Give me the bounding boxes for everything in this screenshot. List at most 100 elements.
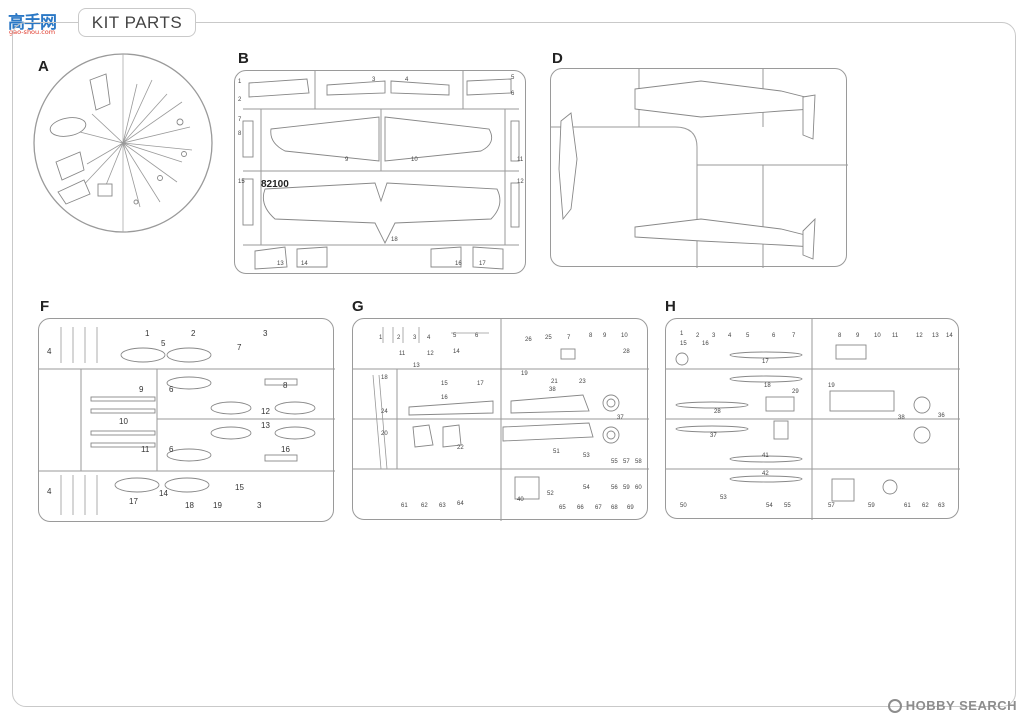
part-number: 8 <box>283 381 288 390</box>
part-number: 19 <box>521 371 528 377</box>
part-number: 54 <box>766 503 773 509</box>
part-number: 23 <box>579 379 586 385</box>
part-number: 18 <box>764 383 771 389</box>
part-number: 6 <box>511 91 515 97</box>
part-number: 8 <box>589 333 593 339</box>
part-number: 5 <box>511 75 515 81</box>
sprue-g-frame: 1 2 3 4 5 6 7 8 9 10 11 12 13 14 15 16 1… <box>352 318 649 521</box>
part-number: 14 <box>453 349 460 355</box>
sprue-h-drawing <box>666 319 960 520</box>
part-number: 17 <box>762 359 769 365</box>
part-number: 7 <box>567 335 571 341</box>
hobby-search-logo-icon <box>887 698 902 713</box>
part-number: 11 <box>399 351 406 357</box>
part-number: 6 <box>169 445 174 454</box>
part-number: 4 <box>47 347 52 356</box>
part-number: 3 <box>257 501 262 510</box>
part-number: 42 <box>762 471 769 477</box>
sprue-d-drawing <box>551 69 848 268</box>
part-number: 57 <box>828 503 835 509</box>
page-frame <box>12 22 1016 707</box>
part-number: 11 <box>892 333 899 339</box>
part-number: 5 <box>746 333 750 339</box>
part-number: 62 <box>421 503 428 509</box>
part-number: 18 <box>381 375 388 381</box>
part-number: 3 <box>413 335 417 341</box>
part-number: 12 <box>517 179 524 185</box>
part-number: 60 <box>635 485 642 491</box>
part-number: 36 <box>938 413 945 419</box>
part-number: 2 <box>696 333 700 339</box>
part-number: 8 <box>238 131 242 137</box>
part-number: 40 <box>517 497 524 503</box>
page-title: KIT PARTS <box>78 8 196 37</box>
part-number: 16 <box>455 261 462 267</box>
part-number: 11 <box>517 157 524 163</box>
part-number: 2 <box>238 97 242 103</box>
part-number: 13 <box>261 421 270 430</box>
sprue-d-frame <box>550 68 848 268</box>
part-number: 21 <box>551 379 558 385</box>
part-number: 61 <box>401 503 408 509</box>
part-number: 5 <box>453 333 457 339</box>
part-number: 7 <box>792 333 796 339</box>
part-number: 12 <box>427 351 434 357</box>
part-number: 17 <box>479 261 486 267</box>
sprue-letter-d: D <box>552 50 563 67</box>
sprue-a-diagram <box>32 52 214 234</box>
watermark-text: HOBBY SEARCH <box>905 698 1017 713</box>
part-number: 16 <box>441 395 448 401</box>
part-number: 9 <box>139 385 144 394</box>
part-number: 55 <box>611 459 618 465</box>
sprue-letter-g: G <box>352 298 364 315</box>
part-number: 15 <box>238 179 245 185</box>
part-number: 17 <box>477 381 484 387</box>
part-number: 1 <box>238 79 242 85</box>
sprue-b-frame: 82100 1 2 3 4 5 6 7 8 9 10 11 12 13 14 1… <box>234 70 526 274</box>
part-number: 12 <box>261 407 270 416</box>
part-number: 16 <box>702 341 709 347</box>
part-number: 9 <box>345 157 349 163</box>
part-number: 11 <box>141 445 150 454</box>
part-number: 15 <box>680 341 687 347</box>
part-number: 9 <box>856 333 860 339</box>
part-number: 25 <box>545 335 552 341</box>
part-number: 37 <box>710 433 717 439</box>
part-number: 53 <box>583 453 590 459</box>
part-number: 2 <box>191 329 196 338</box>
part-number: 26 <box>525 337 532 343</box>
part-number: 18 <box>185 501 194 510</box>
part-number: 1 <box>145 329 150 338</box>
part-number: 69 <box>627 505 634 511</box>
part-number: 59 <box>623 485 630 491</box>
part-number: 57 <box>623 459 630 465</box>
part-number: 55 <box>784 503 791 509</box>
site-logo-url: gao-shou.com <box>9 28 56 36</box>
sprue-letter-h: H <box>665 298 676 315</box>
part-number: 62 <box>922 503 929 509</box>
part-number: 5 <box>161 339 166 348</box>
sprue-a-drawing <box>33 53 213 233</box>
part-number: 10 <box>621 333 628 339</box>
sprue-letter-f: F <box>40 298 50 315</box>
part-number: 2 <box>397 335 401 341</box>
part-number: 38 <box>549 387 556 393</box>
part-number: 19 <box>213 501 222 510</box>
sprue-f-drawing <box>39 327 335 515</box>
part-number: 52 <box>547 491 554 497</box>
part-number: 6 <box>169 385 174 394</box>
sprue-b-drawing <box>242 71 520 270</box>
part-number: 10 <box>874 333 881 339</box>
sprue-f-frame: 1 2 3 4 5 6 7 8 9 10 11 12 13 14 15 16 1… <box>38 318 335 522</box>
part-number: 1 <box>379 335 383 341</box>
watermark: HOBBY SEARCH <box>887 698 1017 713</box>
sprue-letter-b: B <box>238 50 249 67</box>
part-number: 4 <box>405 77 409 83</box>
part-number: 63 <box>938 503 945 509</box>
part-number: 15 <box>441 381 448 387</box>
part-number: 3 <box>712 333 716 339</box>
part-number: 10 <box>411 157 418 163</box>
part-number: 14 <box>159 489 168 498</box>
part-number: 59 <box>868 503 875 509</box>
part-number: 54 <box>583 485 590 491</box>
